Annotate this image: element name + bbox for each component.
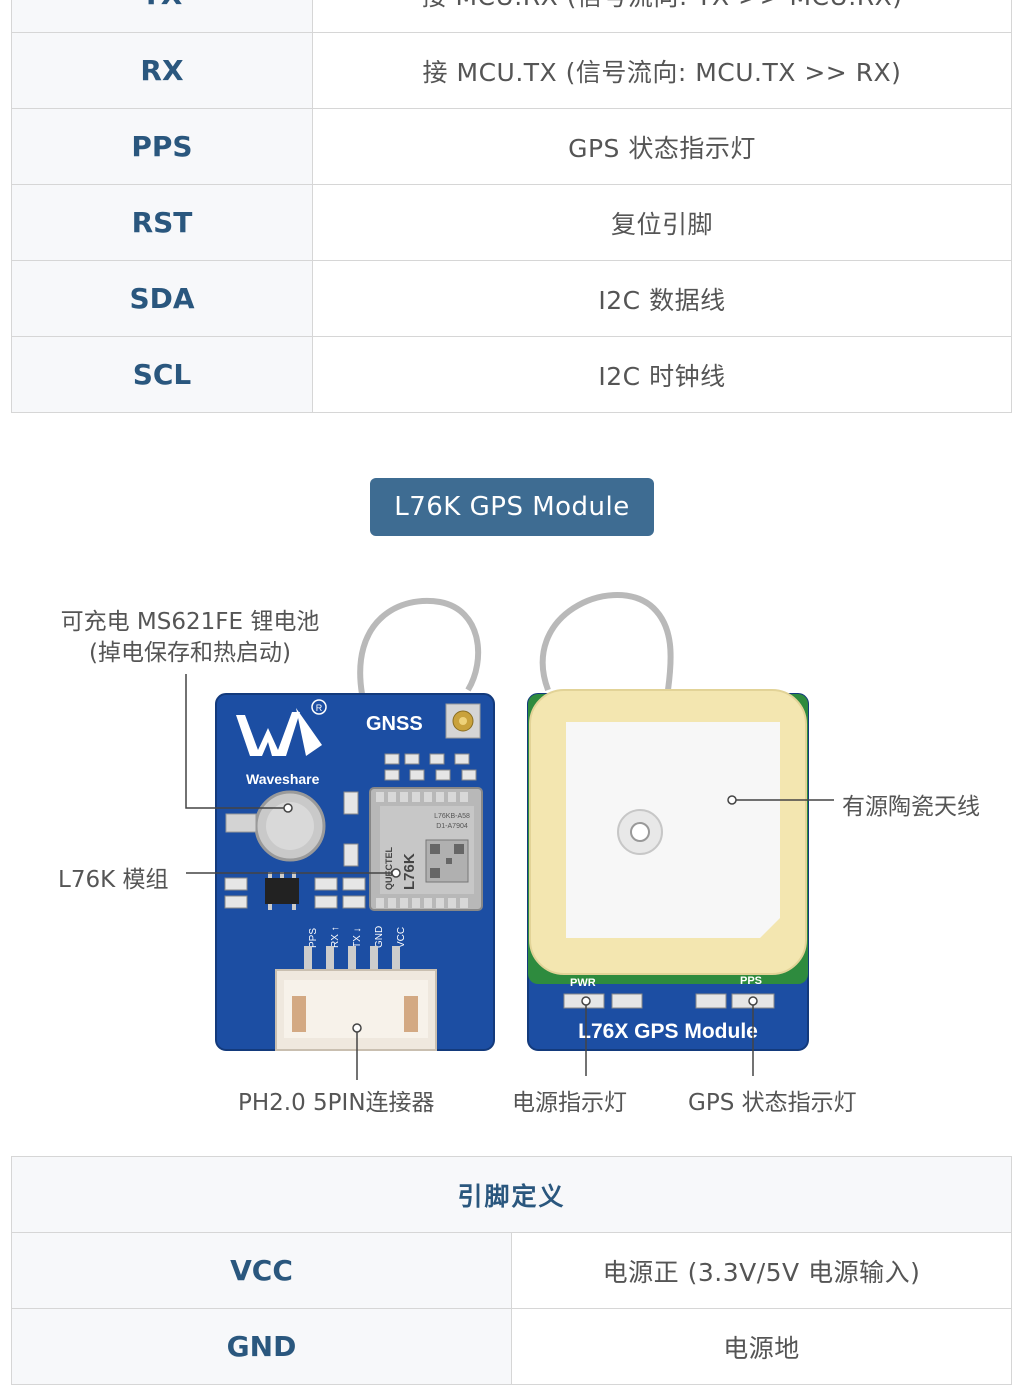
connector-label: PH2.0 5PIN连接器 <box>238 1090 435 1116</box>
pin-name: VCC <box>11 1232 512 1309</box>
table-header: 引脚定义 <box>11 1156 1012 1233</box>
pin-name: SDA <box>11 260 313 337</box>
table-row: SCL I2C 时钟线 <box>11 336 1012 413</box>
antenna-label: 有源陶瓷天线 <box>842 794 980 820</box>
board-back: PWR PPS L76X GPS Module <box>527 689 809 1051</box>
module-diagram: R Waveshare GNSS <box>185 592 834 1080</box>
module-label: L76K 模组 <box>58 867 169 893</box>
pin-name: RST <box>11 184 313 261</box>
pin-description: 复位引脚 <box>312 184 1012 261</box>
pin-table-top: TX 接 MCU.RX (信号流向: TX >> MCU.RX) RX 接 MC… <box>11 0 1012 413</box>
table-row: TX 接 MCU.RX (信号流向: TX >> MCU.RX) <box>11 0 1012 33</box>
svg-text:R: R <box>316 703 323 713</box>
pin-description: 电源地 <box>511 1308 1012 1385</box>
pin-description: GPS 状态指示灯 <box>312 108 1012 185</box>
pin-name: GND <box>11 1308 512 1385</box>
power-led-icon <box>563 993 643 1009</box>
pin-name: PPS <box>11 108 313 185</box>
pin-description: I2C 数据线 <box>312 260 1012 337</box>
pps-led-icon <box>695 993 775 1009</box>
pin-label: VCC <box>396 927 407 948</box>
module-title-badge: L76K GPS Module <box>370 478 654 536</box>
pin-label: PPS <box>308 928 319 948</box>
waveshare-logo-icon: R <box>236 699 327 756</box>
leader-lines <box>185 674 834 1080</box>
svg-text:PPS: PPS <box>740 975 762 987</box>
table-row: VCC 电源正 (3.3V/5V 电源输入) <box>11 1232 1012 1309</box>
svg-text:QUECTEL: QUECTEL <box>384 846 394 890</box>
pin-table-bottom: 引脚定义 VCC 电源正 (3.3V/5V 电源输入) GND 电源地 <box>11 1156 1012 1385</box>
svg-text:D1-A7904: D1-A7904 <box>436 823 468 830</box>
pin-description: 接 MCU.RX (信号流向: TX >> MCU.RX) <box>312 0 1012 33</box>
pin-label: GND <box>374 926 385 948</box>
table-row: GND 电源地 <box>11 1308 1012 1385</box>
battery-label: 可充电 MS621FE 锂电池 (掉电保存和热启动) <box>60 609 320 666</box>
pin-name: RX <box>11 32 313 109</box>
table-row: PPS GPS 状态指示灯 <box>11 108 1012 185</box>
pin-description: 电源正 (3.3V/5V 电源输入) <box>511 1232 1012 1309</box>
table-header-row: 引脚定义 <box>11 1156 1012 1233</box>
table-row: RX 接 MCU.TX (信号流向: MCU.TX >> RX) <box>11 32 1012 109</box>
gnss-label: GNSS <box>366 713 423 735</box>
svg-text:L76K: L76K <box>401 853 418 890</box>
board-front: R Waveshare GNSS <box>215 693 495 1051</box>
pin-label: TX ↓ <box>352 927 363 948</box>
pin-description: 接 MCU.TX (信号流向: MCU.TX >> RX) <box>312 32 1012 109</box>
svg-text:L76KB-A58: L76KB-A58 <box>434 813 470 820</box>
svg-text:PWR: PWR <box>570 977 596 989</box>
table-row: RST 复位引脚 <box>11 184 1012 261</box>
antenna-cable-back <box>539 592 674 692</box>
antenna-cable-front <box>357 597 482 695</box>
pin-name: SCL <box>11 336 313 413</box>
pin-description: I2C 时钟线 <box>312 336 1012 413</box>
table-row: SDA I2C 数据线 <box>11 260 1012 337</box>
pin-label: RX ↑ <box>330 926 341 948</box>
ph2-connector <box>275 946 437 1051</box>
pin-name: TX <box>11 0 313 33</box>
gps-led-label: GPS 状态指示灯 <box>688 1090 857 1116</box>
svg-text:L76X GPS Module: L76X GPS Module <box>578 1020 758 1043</box>
power-led-label: 电源指示灯 <box>512 1090 627 1116</box>
logo-text: Waveshare <box>246 771 320 787</box>
